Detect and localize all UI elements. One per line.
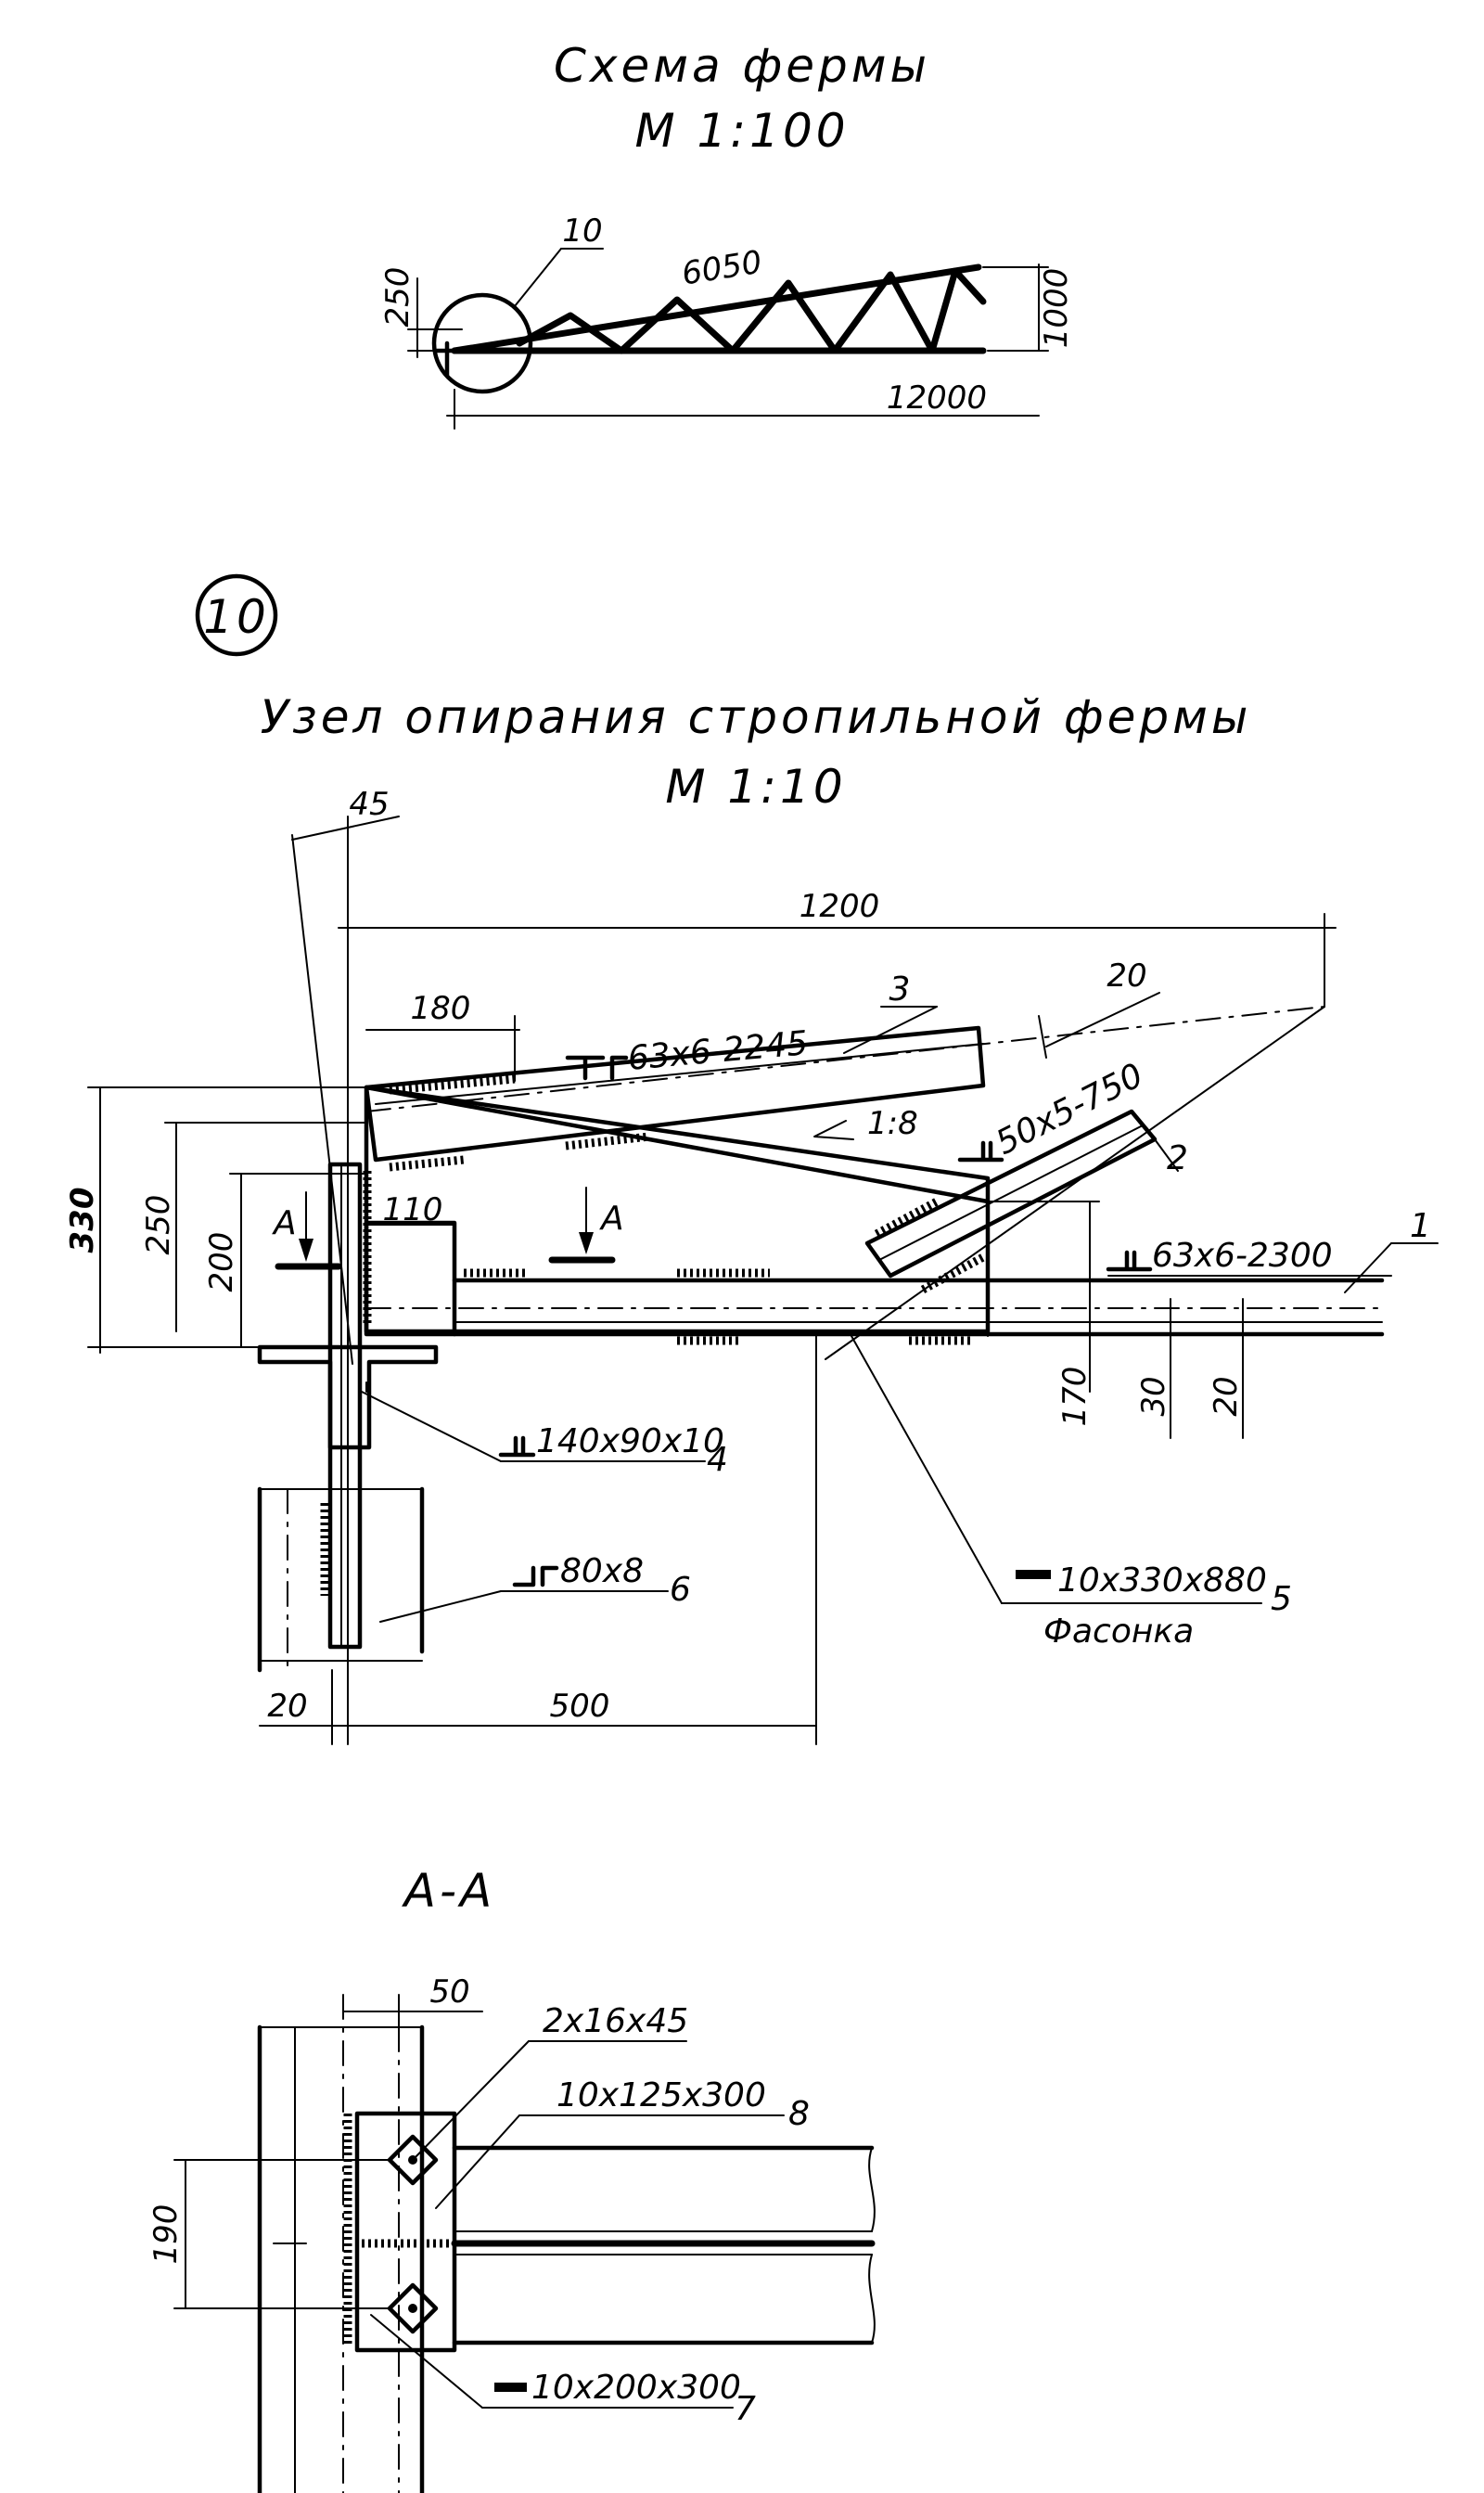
mark-6-number: 6 — [670, 1571, 691, 1609]
mark-6-leader — [379, 1590, 502, 1623]
bolts-label: 2x16x45 — [543, 2002, 688, 2040]
dim-500: 500 — [550, 1688, 610, 1725]
mark-1-leader — [1344, 1242, 1392, 1293]
top-chord-inner-line — [375, 1043, 984, 1105]
mark-4-profile: 140x90x10 — [536, 1422, 724, 1460]
mark-2-leader — [1154, 1138, 1179, 1172]
top-chord-axis — [365, 1006, 1325, 1112]
bolt-lower-icon — [387, 2282, 439, 2334]
node-number-circle — [195, 573, 278, 657]
section-a-left-label: А — [272, 1204, 297, 1242]
mark-5-caption: Фасонка — [1043, 1613, 1194, 1651]
diagonal-weld — [874, 1198, 986, 1293]
scheme-title: Схема фермы — [554, 39, 930, 93]
slope-icon — [813, 1120, 854, 1140]
dim-250: 250 — [140, 1195, 177, 1255]
dim-20-right: 20 — [1208, 1376, 1245, 1416]
top-chord-weld — [389, 1074, 650, 1172]
left-height-label: 250 — [379, 267, 416, 328]
dim-110: 110 — [383, 1191, 443, 1228]
node-detail: 10 Узел опирания стропильной фермы М 1:1… — [64, 573, 1439, 1745]
double-angle-icon-4 — [498, 1435, 536, 1458]
bolts-leader — [412, 2040, 530, 2161]
section-a-right-arrow-icon — [579, 1232, 594, 1254]
mark-3-leader — [843, 1006, 938, 1054]
mark-1-number: 1 — [1410, 1207, 1431, 1245]
double-angle-icon-6 — [512, 1565, 559, 1587]
slope-label: 1:8 — [867, 1105, 918, 1142]
end-block — [364, 1220, 457, 1337]
mark-8-leader — [435, 2114, 520, 2209]
mark-4-number: 4 — [707, 1441, 728, 1479]
top-chord-length: 6050 — [679, 244, 764, 293]
diagonal-axis — [825, 1006, 1325, 1360]
dim-45-line — [291, 816, 400, 841]
section-aa: А-А 50 — [147, 1864, 876, 2493]
mark-7-leader — [370, 2314, 483, 2409]
dim-20-top-ext — [1038, 1015, 1047, 1059]
dim-170: 170 — [1056, 1367, 1094, 1427]
mark-1-profile: 63x6-2300 — [1152, 1237, 1333, 1275]
mark-5-number: 5 — [1271, 1580, 1292, 1618]
callout-circle — [431, 292, 533, 394]
dim-200: 200 — [203, 1232, 240, 1292]
node-title: Узел опирания стропильной фермы — [261, 690, 1252, 744]
scheme-scale: М 1:100 — [634, 104, 849, 158]
mark-8-profile: 10x125x300 — [556, 2076, 766, 2114]
mark-2-number: 2 — [1167, 1139, 1188, 1177]
bolt-upper-icon — [387, 2134, 439, 2186]
plate-icon-5 — [1016, 1570, 1051, 1579]
dim-45: 45 — [349, 786, 389, 823]
dim-180: 180 — [411, 990, 471, 1027]
mark-8-number: 8 — [788, 2095, 810, 2133]
mark-5-leader — [851, 1335, 1003, 1604]
callout-leader — [514, 248, 562, 307]
support-angle — [257, 1344, 439, 1450]
mark-3-number: 3 — [889, 970, 911, 1009]
section-column-flanges — [257, 2024, 425, 2493]
bolt-lower-center — [408, 2304, 417, 2313]
double-angle-icon-2 — [957, 1140, 1004, 1163]
section-chord-break — [868, 2147, 876, 2344]
dim-20-top-line — [1045, 992, 1160, 1047]
mark-6-profile: 80x8 — [560, 1552, 644, 1590]
section-a-left-arrow-icon — [299, 1239, 313, 1262]
mark-5-profile: 10x330x880 — [1057, 1561, 1267, 1600]
truss-scheme: Схема фермы М 1:100 10 6050 250 — [379, 39, 1075, 430]
dim-1200: 1200 — [800, 888, 880, 925]
mark-7-profile: 10x200x300 — [531, 2369, 741, 2407]
mark-4-leader — [361, 1391, 502, 1462]
dim-330: 330 — [64, 1188, 101, 1253]
column-flanges — [257, 1486, 425, 1673]
dim-50: 50 — [429, 1973, 469, 2011]
bolt-lower — [387, 2282, 439, 2334]
mark-7-number: 7 — [735, 2390, 756, 2428]
callout-label: 10 — [562, 212, 602, 250]
section-a-right-label: А — [599, 1200, 624, 1238]
top-chord-angle — [364, 1025, 986, 1163]
right-height-label: 1000 — [1038, 268, 1075, 349]
dim-190: 190 — [147, 2204, 185, 2265]
section-title: А-А — [402, 1864, 495, 1918]
truss-scheme-geometry: 10 6050 250 1000 12000 — [379, 212, 1075, 430]
double-angle-icon — [565, 1055, 629, 1081]
web-members — [516, 267, 987, 354]
bottom-chord-weld — [464, 1268, 974, 1345]
slanted-axis — [291, 834, 353, 1365]
diagonal-inner-line — [878, 1124, 1144, 1261]
dim-20-top: 20 — [1107, 957, 1146, 995]
truss-edge-line — [364, 1085, 991, 1204]
span-label: 12000 — [887, 379, 987, 417]
dim-20-bottom: 20 — [267, 1688, 307, 1725]
node-number: 10 — [203, 590, 270, 644]
node-scale: М 1:10 — [665, 760, 846, 814]
double-angle-icon-1 — [1106, 1250, 1153, 1272]
plate-icon-7 — [494, 2383, 527, 2392]
dim-30: 30 — [1135, 1376, 1172, 1416]
support-stiffener — [327, 1162, 363, 1650]
mark-3-profile: 63x6-2245 — [626, 1024, 809, 1078]
